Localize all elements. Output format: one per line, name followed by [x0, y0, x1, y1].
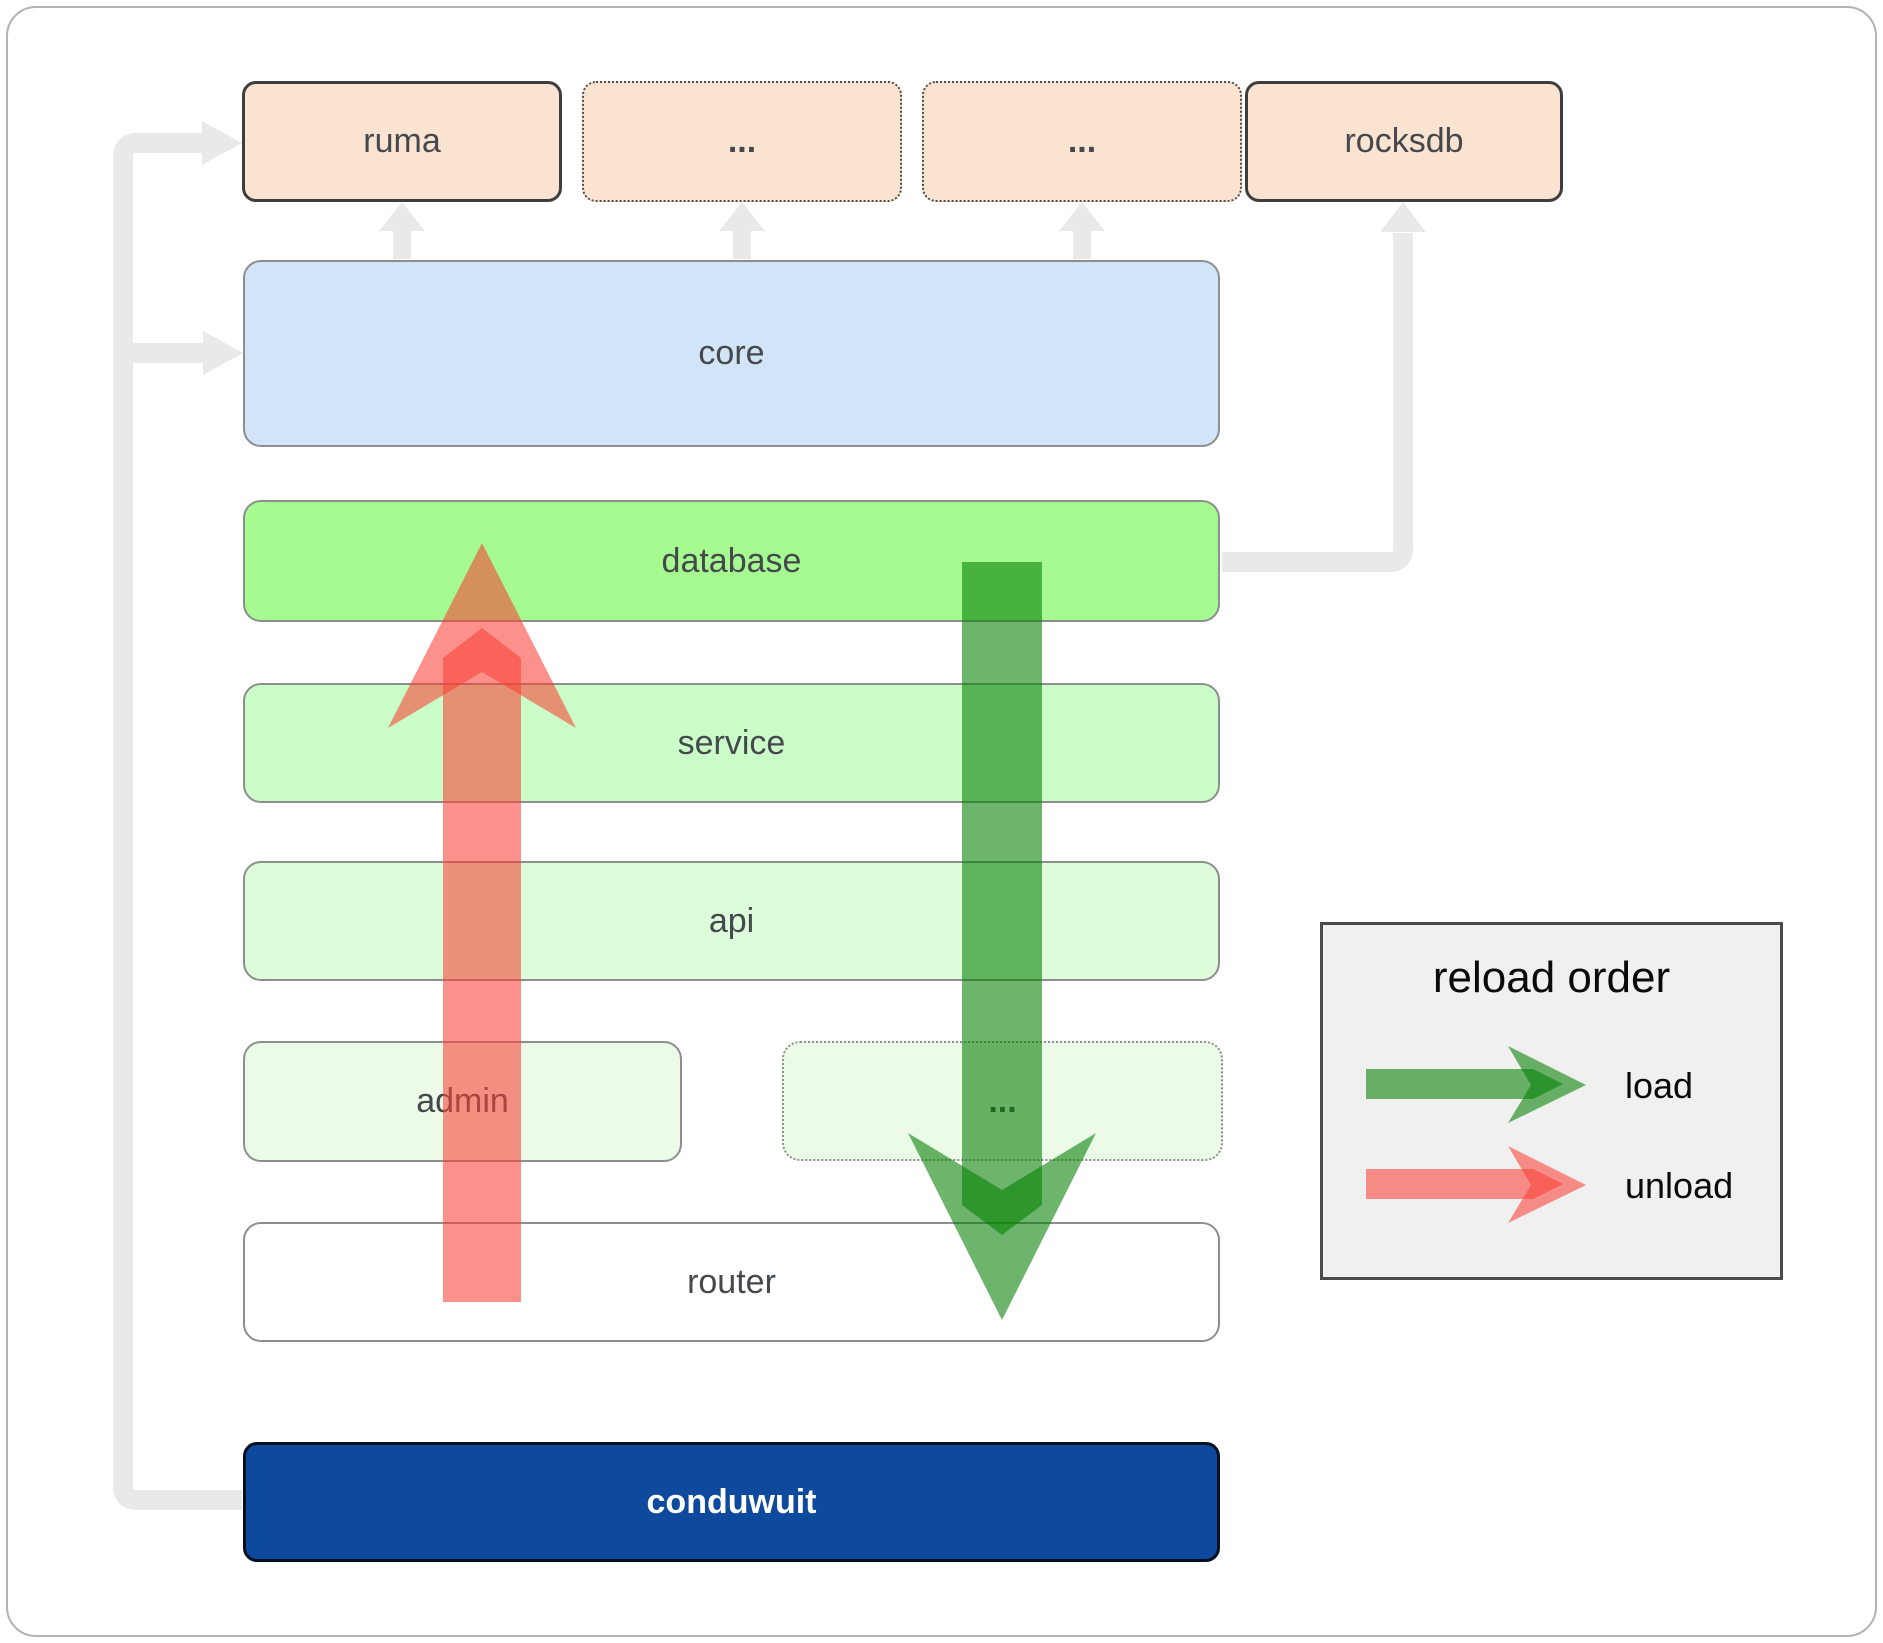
legend-arrows-layer	[1366, 1046, 1586, 1223]
arrowhead-up-rocksdb-icon	[1380, 202, 1426, 232]
unload-arrow-icon	[388, 543, 576, 1302]
conduwuit-to-ruma-connector	[113, 133, 242, 1510]
legend: reload order load unload	[1320, 922, 1783, 1280]
node-dependency-ellipsis-2: ...	[922, 81, 1242, 202]
legend-unload-arrow-icon	[1366, 1146, 1586, 1223]
node-api: api	[243, 861, 1220, 981]
arrowhead-up-ruma-icon	[379, 202, 425, 231]
legend-load-arrow-icon	[1366, 1046, 1586, 1123]
load-arrow-icon	[908, 562, 1096, 1320]
arrowhead-up-dep2-icon	[719, 202, 765, 231]
node-database: database	[243, 500, 1220, 622]
arrowhead-up-dep3-icon	[1059, 202, 1105, 231]
node-router: router	[243, 1222, 1220, 1342]
legend-unload-label: unload	[1625, 1165, 1734, 1206]
database-to-rocksdb-connector	[1222, 233, 1413, 572]
legend-load-label: load	[1625, 1065, 1694, 1106]
arrowhead-into-ruma-icon	[202, 121, 242, 165]
arrowhead-into-core-icon	[203, 331, 243, 375]
legend-title: reload order	[1432, 953, 1671, 1002]
node-conduwuit: conduwuit	[243, 1442, 1220, 1562]
